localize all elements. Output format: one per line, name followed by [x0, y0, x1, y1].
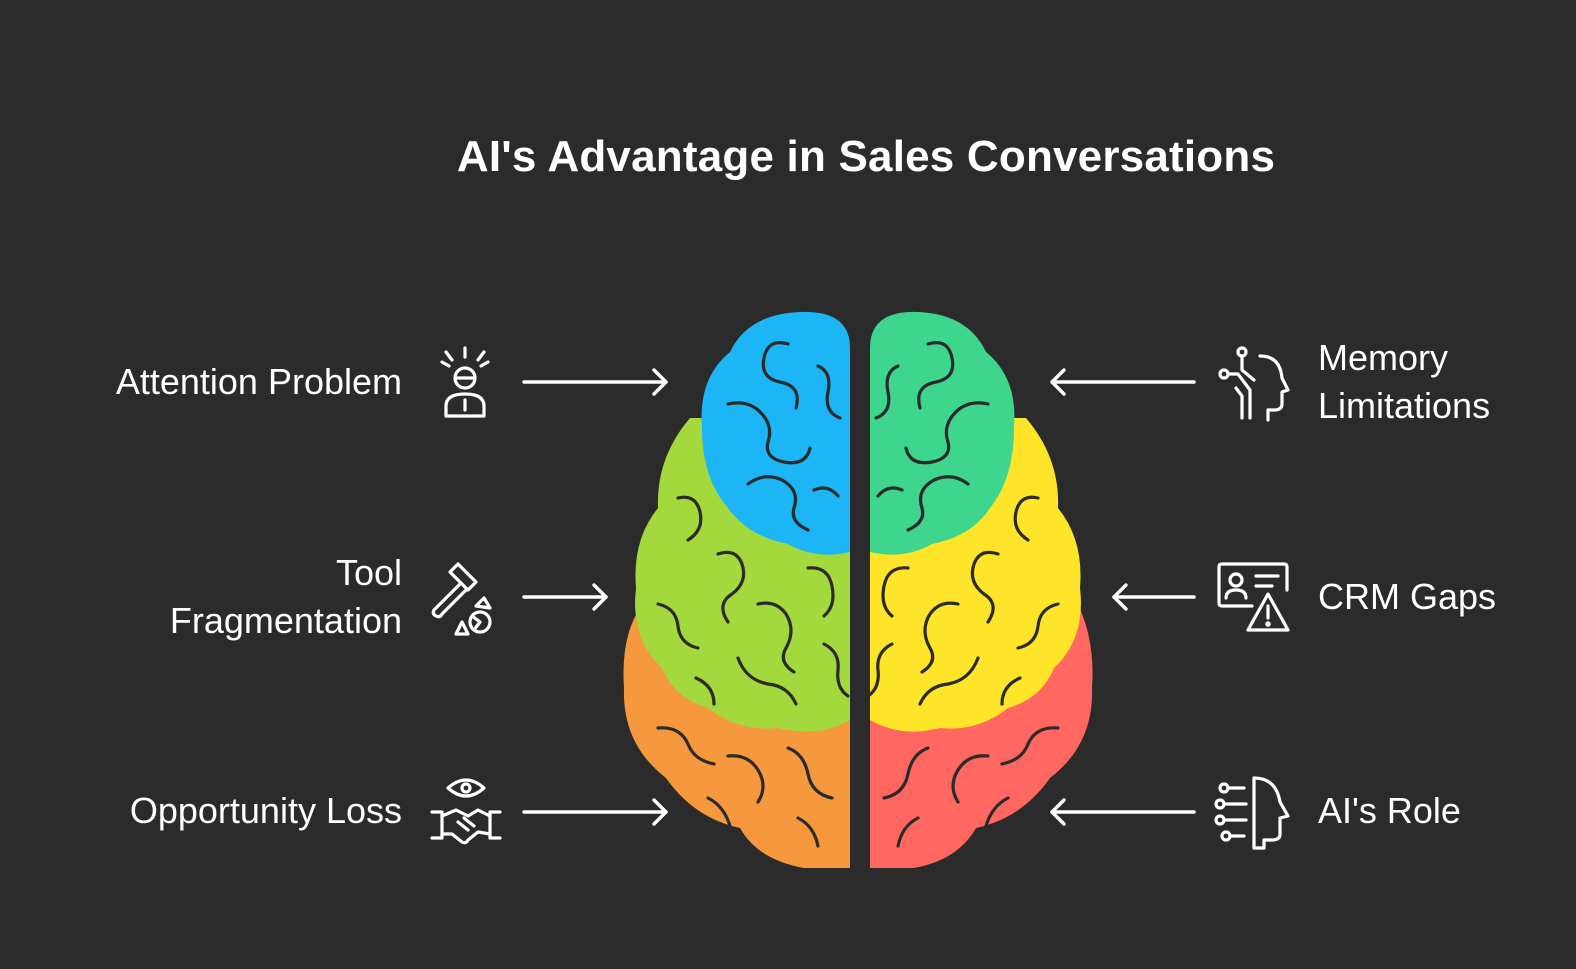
- ai-head-icon: [1214, 774, 1292, 850]
- arrow-opportunity-to-brain: [520, 796, 672, 828]
- person-alert-icon: [432, 344, 498, 422]
- label-opportunity-loss: Opportunity Loss: [129, 790, 402, 831]
- brain-illustration: [618, 308, 1098, 870]
- arrow-crm-to-brain: [1108, 581, 1198, 613]
- arrow-tool-to-brain: [520, 581, 612, 613]
- label-attention-problem: Attention Problem: [115, 361, 402, 402]
- id-card-warning-icon: [1216, 560, 1292, 636]
- lobe-right-teal: [870, 311, 1015, 555]
- label-ais-role: AI's Role: [1318, 790, 1461, 831]
- diagram-title: AI's Advantage in Sales Conversations: [456, 132, 1276, 181]
- lobe-left-blue: [701, 311, 850, 555]
- label-tool-fragmentation: Tool Fragmentation: [169, 552, 402, 641]
- head-circuit-icon: [1216, 344, 1292, 424]
- handshake-eye-icon: [428, 772, 504, 850]
- label-memory-limitations: Memory Limitations: [1318, 337, 1491, 426]
- arrow-memory-to-brain: [1046, 366, 1198, 398]
- broken-hammer-icon: [428, 558, 506, 638]
- arrow-ai-role-to-brain: [1046, 796, 1198, 828]
- label-crm-gaps: CRM Gaps: [1318, 576, 1497, 617]
- arrow-attention-to-brain: [520, 366, 672, 398]
